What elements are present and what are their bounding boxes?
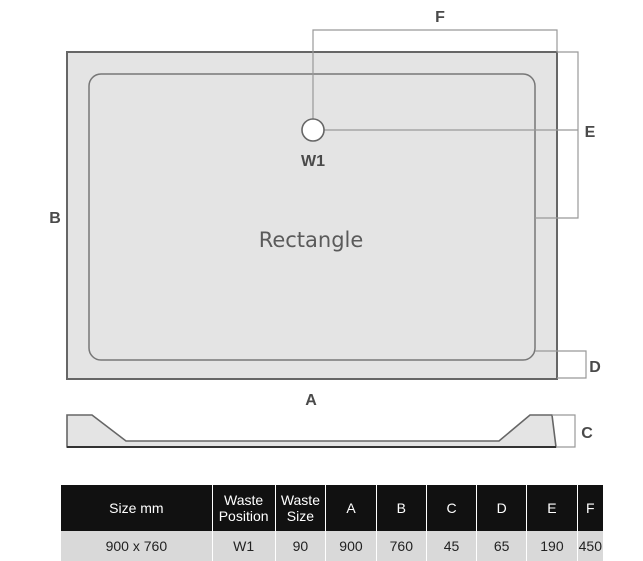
tray-side-profile: [66, 414, 557, 448]
header-e: E: [526, 485, 578, 531]
cell-d: 65: [476, 531, 528, 561]
header-size: Size mm: [61, 485, 213, 531]
spec-table: Size mm Waste Position Waste Size A B C …: [61, 485, 603, 561]
waste-outlet-icon: [301, 118, 325, 142]
cell-e: 190: [526, 531, 578, 561]
dimension-c-line: [552, 414, 576, 448]
header-c: C: [426, 485, 478, 531]
cell-waste-size: 90: [275, 531, 327, 561]
header-b: B: [376, 485, 428, 531]
header-d: D: [476, 485, 528, 531]
header-f: F: [577, 485, 603, 531]
dimension-e-line: [535, 51, 579, 219]
cell-size: 900 x 760: [61, 531, 213, 561]
cell-f: 450: [577, 531, 603, 561]
table-header-row: Size mm Waste Position Waste Size A B C …: [61, 485, 603, 531]
label-a: A: [305, 392, 317, 409]
shape-name: Rectangle: [259, 228, 364, 252]
label-c: C: [581, 425, 593, 442]
tray-diagram: F E W1 B Rectangle D A C: [49, 9, 601, 448]
dimension-d-line: [535, 350, 587, 379]
label-d: D: [589, 359, 601, 376]
label-f: F: [435, 9, 445, 26]
header-a: A: [325, 485, 377, 531]
cell-a: 900: [325, 531, 377, 561]
header-waste-size: Waste Size: [275, 485, 327, 531]
dimension-f-line: [312, 29, 558, 120]
table-row: 900 x 760 W1 90 900 760 45 65 190 450: [61, 531, 603, 561]
tray-basin: [88, 73, 536, 361]
cell-waste-position: W1: [212, 531, 276, 561]
label-w1: W1: [301, 153, 325, 170]
label-e: E: [585, 124, 596, 141]
cell-c: 45: [426, 531, 478, 561]
header-waste-position: Waste Position: [212, 485, 276, 531]
label-b: B: [49, 210, 61, 227]
cell-b: 760: [376, 531, 428, 561]
